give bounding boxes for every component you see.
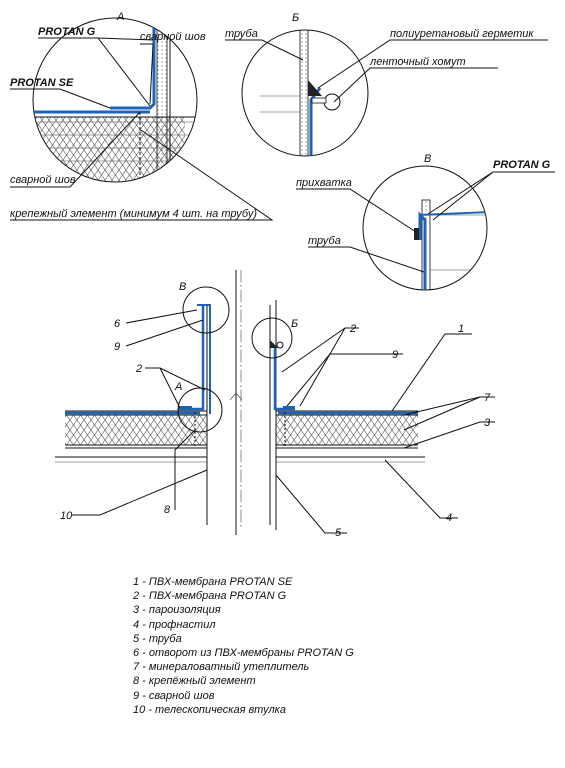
callout-3: 3: [484, 417, 491, 429]
callout-10: 10: [60, 510, 73, 522]
callout-2-left: 2: [135, 363, 142, 375]
main-section: 6 9 2 А В Б 2 9 1 7 3 4 5 8 10: [55, 270, 495, 539]
legend-item: 3 - пароизоляция: [133, 604, 221, 617]
detail-a-weld-bottom-label: сварной шов: [10, 174, 76, 186]
legend-item: 4 - профнастил: [133, 618, 216, 631]
detail-b-pipe-label: труба: [225, 28, 258, 40]
legend-item: 6 - отворот из ПВХ-мембраны PROTAN G: [133, 646, 354, 659]
detail-v-pipe-label: труба: [308, 235, 341, 247]
legend-item: 1 - ПВХ-мембрана PROTAN SE: [133, 576, 293, 588]
detail-b-clamp-label: ленточный хомут: [369, 56, 466, 68]
detail-b: Б труба полиуретановый герметик ленточны…: [225, 12, 548, 157]
detail-a-fastener-label: крепежный элемент (минимум 4 шт. на труб…: [10, 208, 257, 220]
detail-b-sealant-label: полиуретановый герметик: [390, 28, 534, 40]
callout-8: 8: [164, 504, 171, 516]
legend-item: 5 - труба: [133, 632, 182, 645]
detail-a-protan-g-label: PROTAN G: [38, 26, 96, 38]
callout-6: 6: [114, 318, 121, 330]
callout-b: Б: [291, 318, 298, 330]
detail-v-protan-g-label: PROTAN G: [493, 159, 551, 171]
callout-2-right: 2: [349, 323, 356, 335]
detail-v-letter: В: [424, 153, 431, 165]
detail-a-weld-top-label: сварной шов: [140, 31, 206, 43]
callout-9-right: 9: [392, 349, 398, 361]
detail-a: А PROTAN G сварной шов PROTAN SE сварной…: [10, 11, 274, 221]
legend-item: 8 - крепёжный элемент: [133, 675, 256, 688]
detail-a-letter: А: [116, 11, 124, 23]
detail-v: В PROTAN G прихватка труба: [296, 153, 555, 291]
legend-item: 10 - телескопическая втулка: [133, 703, 286, 716]
callout-9-left: 9: [114, 341, 120, 353]
legend-item: 2 - ПВХ-мембрана PROTAN G: [133, 590, 287, 603]
detail-v-tack-label: прихватка: [296, 177, 352, 189]
detail-b-letter: Б: [292, 12, 299, 24]
callout-1: 1: [458, 323, 464, 335]
legend-item: 7 - минераловатный утеплитель: [133, 661, 310, 674]
legend: 1 - ПВХ-мембрана PROTAN SE 2 - ПВХ-мембр…: [133, 575, 354, 717]
legend-item: 9 - сварной шов: [133, 689, 215, 702]
detail-a-protan-se-label: PROTAN SE: [10, 77, 74, 89]
callout-7: 7: [484, 392, 491, 404]
callout-a: А: [174, 381, 182, 393]
callout-v: В: [179, 281, 186, 293]
